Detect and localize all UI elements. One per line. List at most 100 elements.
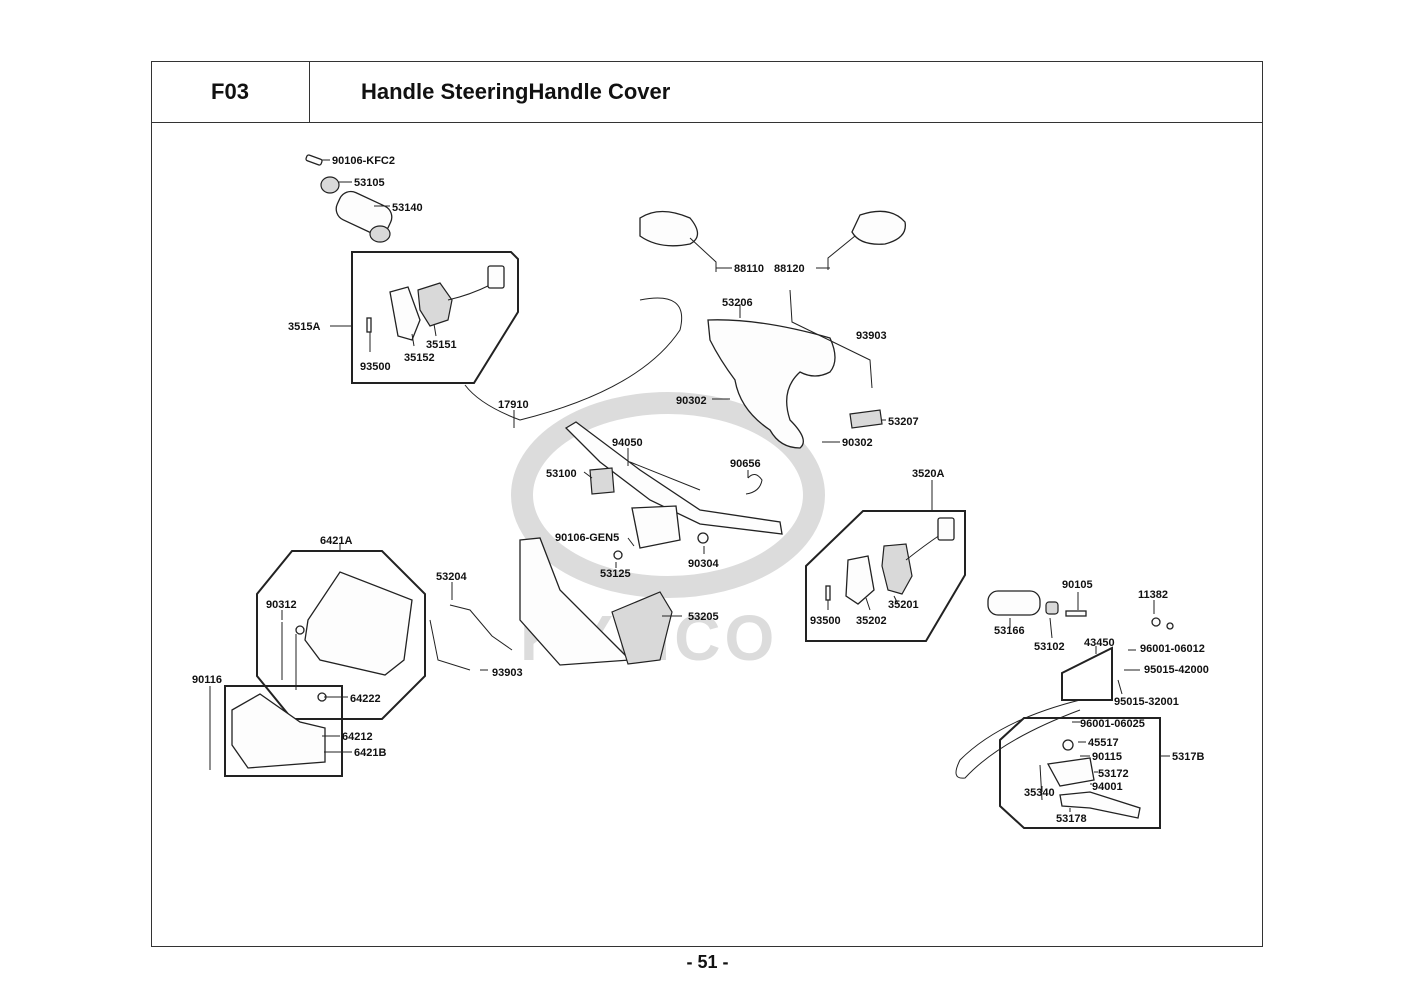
- label-53166: 53166: [994, 625, 1025, 637]
- label-43450: 43450: [1084, 637, 1115, 649]
- label-90304: 90304: [688, 558, 719, 570]
- label-3515a: 3515A: [288, 321, 320, 333]
- label-96001-06025: 96001-06025: [1080, 718, 1145, 730]
- screw-set-6421a: [281, 622, 297, 690]
- mirror-right-88120: [851, 210, 906, 245]
- label-94001: 94001: [1092, 781, 1123, 793]
- group-box-6421a: [256, 550, 426, 720]
- label-53100: 53100: [546, 468, 577, 480]
- label-90312: 90312: [266, 599, 297, 611]
- front-cover-53206: [707, 319, 836, 449]
- label-45517: 45517: [1088, 737, 1119, 749]
- group-box-5317b: [999, 717, 1161, 829]
- switch-cover-35152: [389, 286, 421, 341]
- mirror-stem-right: [827, 235, 856, 270]
- weight-53105: [320, 176, 340, 194]
- handlebar-clamp-53100: [589, 467, 615, 495]
- switch-cover-35202: [845, 555, 875, 605]
- handle-cover-53206: [707, 289, 883, 449]
- label-90656: 90656: [730, 458, 761, 470]
- label-90106-kfc2: 90106-KFC2: [332, 155, 395, 167]
- handlebar-post: [631, 505, 681, 549]
- label-53178: 53178: [1056, 813, 1087, 825]
- cable-17910: [464, 297, 682, 421]
- label-93500-b: 93500: [810, 615, 841, 627]
- trim-6421b: [209, 693, 326, 770]
- bolt-94050: [629, 461, 701, 491]
- throttle-grip-parts: [305, 154, 393, 243]
- label-95015-42000: 95015-42000: [1144, 664, 1209, 676]
- section-code: F03: [151, 61, 310, 123]
- part-labels: 90106-KFC2 53105 53140 3515A 93500 35152…: [192, 155, 1209, 825]
- switch-35340: [1039, 764, 1043, 801]
- group-box-3515a: [351, 251, 519, 384]
- nut-11382: [1151, 617, 1161, 627]
- switch-connector-3520a: [937, 517, 955, 541]
- lower-cover-53205: [611, 591, 673, 665]
- bolt-90105: [1065, 610, 1087, 617]
- switch-body-35151: [417, 282, 453, 327]
- screw-93500-a: [366, 317, 372, 333]
- label-35202: 35202: [856, 615, 887, 627]
- label-53105: 53105: [354, 177, 385, 189]
- label-3520a: 3520A: [912, 468, 944, 480]
- trim-panel-64212: [231, 693, 326, 769]
- label-53206: 53206: [722, 297, 753, 309]
- windshield-6421a: [281, 571, 413, 702]
- switch-3515a: [366, 265, 505, 341]
- label-96001-06012: 96001-06012: [1140, 643, 1205, 655]
- mirror-left-88110: [639, 210, 699, 247]
- brake-assembly-5317b: [955, 699, 1141, 819]
- grip-end-53140: [369, 225, 391, 243]
- label-17910: 17910: [498, 399, 529, 411]
- label-53204: 53204: [436, 571, 467, 583]
- right-grip-parts: [987, 590, 1174, 630]
- label-94050: 94050: [612, 437, 643, 449]
- label-5317b: 5317B: [1172, 751, 1204, 763]
- handlebar-tube: [564, 421, 783, 535]
- windshield-panel: [304, 571, 413, 676]
- cover-part-53207: [849, 409, 883, 429]
- leader-lines: [209, 159, 1170, 812]
- bolt-96001-06012: [1166, 622, 1174, 630]
- mirrors: [639, 210, 906, 272]
- label-35152: 35152: [404, 352, 435, 364]
- leader-93903-a: [789, 289, 873, 389]
- switch-wire-3520a: [905, 534, 941, 561]
- brake-lever-53178: [1059, 791, 1141, 819]
- switch-connector-3515a: [487, 265, 505, 289]
- label-90105: 90105: [1062, 579, 1093, 591]
- nut-53125: [613, 550, 623, 560]
- fastener-90312: [295, 625, 305, 635]
- group-box-6421b: [224, 685, 343, 777]
- label-53102: 53102: [1034, 641, 1065, 653]
- grip-53140: [335, 190, 393, 236]
- label-53205: 53205: [688, 611, 719, 623]
- leader-93903-b: [429, 604, 513, 671]
- bolt-45517: [1062, 739, 1074, 751]
- label-53140: 53140: [392, 202, 423, 214]
- lower-covers: [429, 537, 673, 671]
- watermark-ring: [511, 392, 825, 598]
- group-box-3520a: [805, 510, 966, 642]
- label-90302-b: 90302: [842, 437, 873, 449]
- screw-90106-kfc2: [305, 154, 323, 166]
- label-93903-a: 93903: [856, 330, 887, 342]
- switch-3520a: [825, 517, 955, 605]
- switch-wire-3515a: [447, 284, 491, 301]
- page-title: Handle SteeringHandle Cover: [361, 79, 671, 104]
- brake-cable-43450: [955, 699, 1081, 779]
- label-90115: 90115: [1092, 751, 1122, 763]
- label-93500-a: 93500: [360, 361, 391, 373]
- label-95015-32001: 95015-32001: [1114, 696, 1179, 708]
- label-88120: 88120: [774, 263, 805, 275]
- master-cylinder-53172: [1046, 757, 1095, 787]
- switch-body-35201: [881, 543, 913, 595]
- label-90106-gen5: 90106-GEN5: [555, 532, 619, 544]
- label-53125: 53125: [600, 568, 631, 580]
- label-11382: 11382: [1138, 589, 1168, 601]
- label-35151: 35151: [426, 339, 457, 351]
- diagram-frame: [151, 61, 1263, 947]
- screw-93500-b: [825, 585, 831, 601]
